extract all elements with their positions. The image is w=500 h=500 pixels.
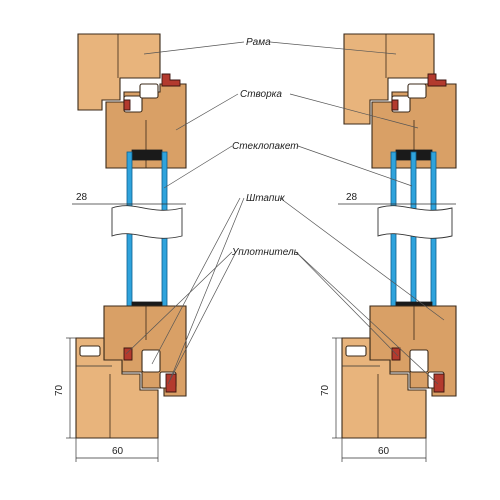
dim-height-right: 70 <box>320 384 331 396</box>
right-dimensions: 28 70 60 <box>320 192 456 462</box>
label-frame: Рама <box>246 37 271 48</box>
label-glazing: Стеклопакет <box>232 141 299 152</box>
dim-width-left: 60 <box>112 446 124 457</box>
right-break-line <box>377 205 453 239</box>
dim-glass-left: 28 <box>76 192 88 203</box>
left-top-seal-2 <box>123 99 131 111</box>
left-bottom-frame <box>75 337 159 439</box>
label-sash: Створка <box>240 89 282 100</box>
dim-height-left: 70 <box>54 384 65 396</box>
label-bead: Штапик <box>246 193 286 204</box>
right-top-seal-2 <box>391 99 399 111</box>
dim-glass-right: 28 <box>346 192 358 203</box>
left-assembly <box>75 33 187 439</box>
left-break-line <box>111 205 183 239</box>
right-top-frame <box>343 33 435 125</box>
left-top-seal <box>161 73 181 87</box>
label-seal: Уплотнитель <box>231 247 299 258</box>
right-bottom-frame <box>341 337 427 439</box>
right-bottom-seal-2 <box>433 373 445 393</box>
left-top-frame <box>77 33 161 111</box>
left-dimensions: 28 70 60 <box>54 192 186 462</box>
leader-lines <box>125 41 445 385</box>
right-top-seal <box>427 73 447 87</box>
dim-width-right: 60 <box>378 446 390 457</box>
right-assembly <box>341 33 457 439</box>
left-bottom-seal <box>123 347 133 361</box>
